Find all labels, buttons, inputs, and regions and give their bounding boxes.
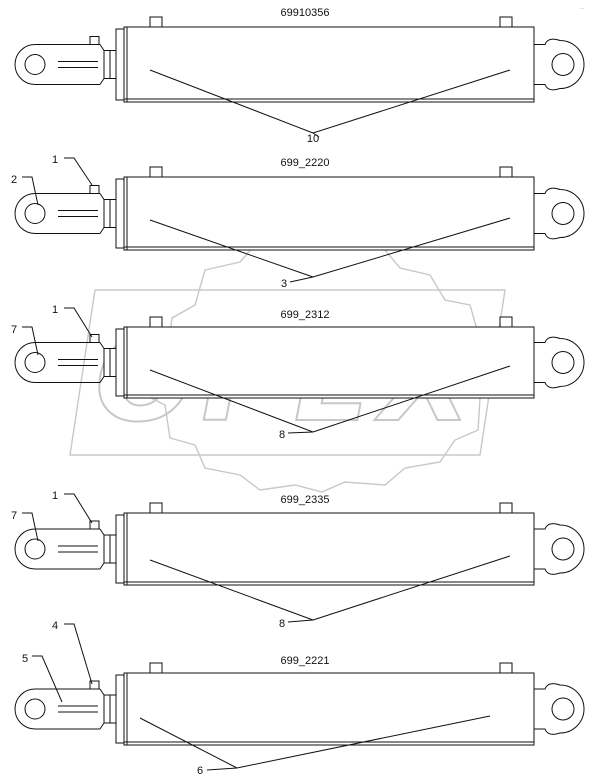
leader-line xyxy=(64,157,93,186)
port-fitting xyxy=(149,16,163,28)
leader-line xyxy=(32,655,63,703)
leader-line xyxy=(312,69,511,134)
clevis-eye xyxy=(14,193,100,234)
clevis-eye xyxy=(14,44,100,85)
callout-label: 2 xyxy=(11,174,17,186)
callout-label: 3 xyxy=(281,278,287,290)
port-fitting xyxy=(499,16,513,28)
clevis-eye xyxy=(14,342,100,383)
grease-fitting xyxy=(89,334,100,343)
port-fitting xyxy=(149,166,163,178)
assemblies: 6991035610699_2220312699_2312817699_2335… xyxy=(11,7,585,777)
clevis-hole xyxy=(24,538,46,560)
leader-line xyxy=(64,307,93,338)
rear-eye-hole xyxy=(551,537,575,561)
callout-label: 1 xyxy=(52,490,58,502)
cylinder-tube xyxy=(123,176,535,251)
part-number: 69910356 xyxy=(281,7,330,19)
leader-line xyxy=(236,715,491,769)
part-number: 699_2312 xyxy=(281,309,330,321)
callout-label: 8 xyxy=(279,618,285,630)
leader-line xyxy=(64,493,93,524)
rear-eye xyxy=(534,523,585,575)
clevis-hole xyxy=(24,352,46,373)
callout-label: 4 xyxy=(52,620,58,632)
gland xyxy=(115,674,125,744)
grease-fitting xyxy=(89,36,100,45)
rear-eye-hole xyxy=(551,53,575,76)
port-fitting xyxy=(149,662,163,674)
part-number: 699_2221 xyxy=(281,655,330,667)
rear-eye-hole xyxy=(551,351,575,374)
leader-line xyxy=(149,559,314,621)
gland xyxy=(115,514,125,584)
leader-line xyxy=(139,717,238,769)
port-fitting xyxy=(499,166,513,178)
cylinder-assembly: 699_2335 8 1 7 xyxy=(11,490,585,630)
leader-line xyxy=(22,176,39,206)
grease-fitting xyxy=(89,185,100,194)
rear-eye xyxy=(534,187,585,240)
grease-fitting xyxy=(89,520,100,530)
leader-line xyxy=(312,217,511,278)
leader-line xyxy=(22,512,39,542)
port-fitting xyxy=(499,662,513,674)
port-fitting xyxy=(499,316,513,328)
callout-label: 5 xyxy=(22,653,28,665)
clevis-hole xyxy=(24,203,46,224)
callout-label: 8 xyxy=(279,429,285,441)
cylinder-tube xyxy=(123,26,535,103)
cylinder-assembly: 699_2220 3 1 2 xyxy=(11,154,585,290)
cylinder-tube xyxy=(123,326,535,399)
clevis-hole xyxy=(24,698,46,720)
callout-label: 7 xyxy=(11,510,17,522)
callout-label: 1 xyxy=(52,154,58,166)
callout-label: 1 xyxy=(52,304,58,316)
leader-line xyxy=(149,69,314,134)
clevis-hole xyxy=(24,54,46,75)
rear-eye xyxy=(534,683,585,735)
watermark-badge xyxy=(69,289,506,456)
grease-fitting xyxy=(89,680,100,690)
gland xyxy=(115,178,125,249)
leader-line xyxy=(149,369,314,433)
port-fitting xyxy=(149,502,163,514)
clevis-eye xyxy=(14,688,100,730)
rear-eye xyxy=(534,336,585,389)
corner-code: — xyxy=(580,5,584,10)
leader-line xyxy=(312,365,511,433)
cylinder-tube xyxy=(123,672,535,746)
rear-eye-hole xyxy=(551,202,575,225)
rear-eye xyxy=(534,38,585,91)
part-number: 699_2220 xyxy=(281,157,330,169)
callout-label: 7 xyxy=(11,324,17,336)
callout-label: 6 xyxy=(197,765,203,777)
rear-eye-hole xyxy=(551,697,575,721)
leader-line xyxy=(64,623,93,685)
leader-line xyxy=(149,219,314,278)
callout-label: 10 xyxy=(307,133,319,145)
part-number: 699_2335 xyxy=(281,494,330,506)
port-fitting xyxy=(149,316,163,328)
leader-line xyxy=(22,326,39,356)
leader-line xyxy=(312,555,511,621)
port-fitting xyxy=(499,502,513,514)
cylinder-assembly: 699_2221 6 4 5 xyxy=(14,620,585,777)
clevis-eye xyxy=(14,528,100,570)
gland xyxy=(115,328,125,397)
cylinder-assembly: 69910356 10 xyxy=(14,7,585,145)
gland xyxy=(115,28,125,101)
cylinder-assembly: 699_2312 8 1 7 xyxy=(11,304,585,441)
cylinder-tube xyxy=(123,512,535,586)
